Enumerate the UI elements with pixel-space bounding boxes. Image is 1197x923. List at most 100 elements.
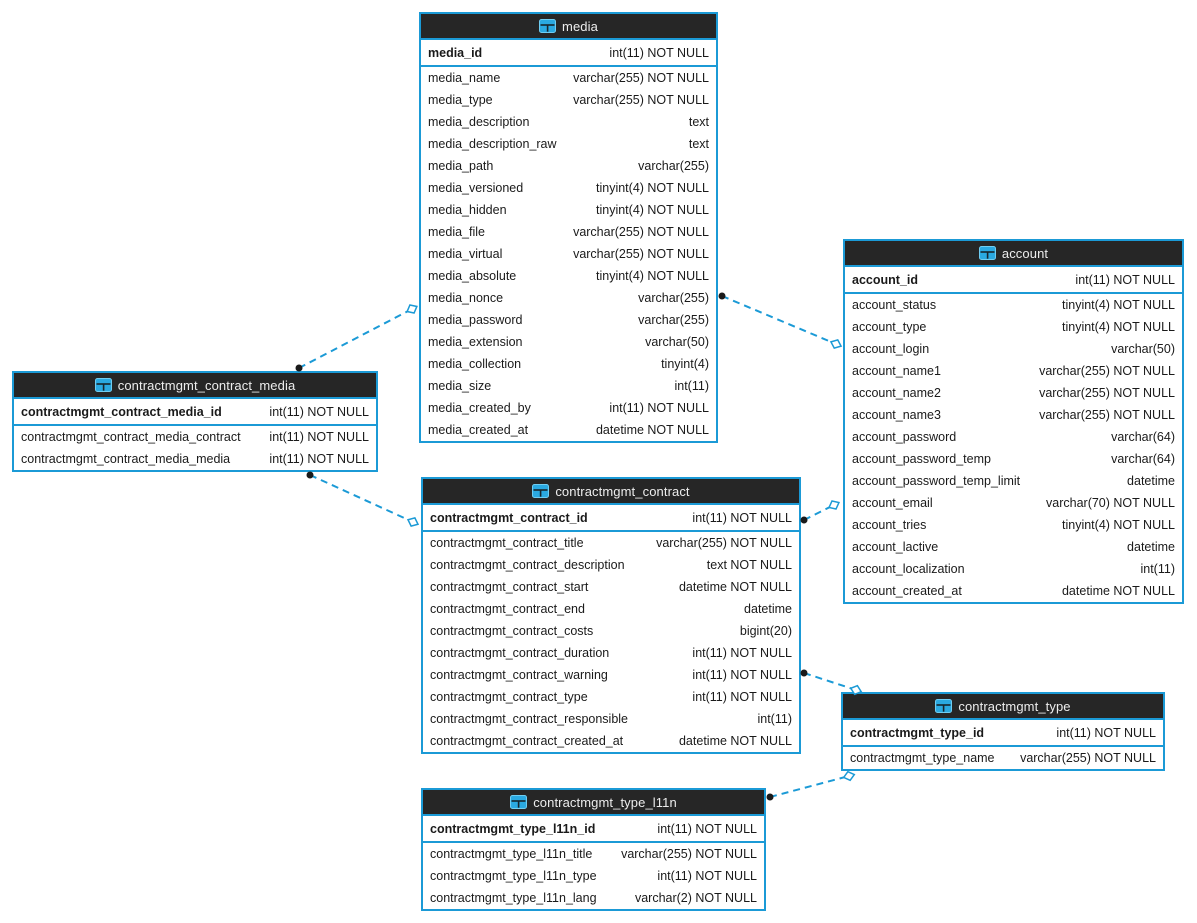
- entity-title: account: [1001, 245, 1049, 261]
- field-type: varchar(255) NOT NULL: [573, 247, 709, 261]
- field-name: media_created_at: [428, 423, 529, 437]
- field-name: contractmgmt_type_l11n_lang: [430, 891, 597, 905]
- table-icon: [935, 699, 953, 713]
- entity-contractmgmt_contract[interactable]: contractmgmt_contract contractmgmt_contra…: [421, 477, 801, 754]
- field-name: contractmgmt_contract_responsible: [430, 712, 629, 726]
- field-type: int(11) NOT NULL: [269, 404, 369, 419]
- field-name: account_login: [852, 342, 930, 356]
- entity-title: contractmgmt_contract: [555, 483, 690, 499]
- entity-contractmgmt_type_l11n[interactable]: contractmgmt_type_l11n contractmgmt_type_…: [421, 788, 766, 911]
- field-type: varchar(2) NOT NULL: [634, 891, 757, 905]
- field-type: tinyint(4): [661, 357, 709, 371]
- field-type: tinyint(4) NOT NULL: [1062, 518, 1175, 532]
- entity-header[interactable]: contractmgmt_type: [843, 694, 1163, 718]
- field-type: datetime NOT NULL: [1061, 584, 1175, 598]
- field-row: contractmgmt_contract_created_at datetime…: [423, 730, 799, 752]
- field-name: contractmgmt_type_id: [850, 725, 985, 740]
- table-icon: [532, 484, 550, 498]
- entity-header[interactable]: contractmgmt_contract_media: [14, 373, 376, 397]
- field-name: account_name3: [852, 408, 941, 422]
- entity-header[interactable]: media: [421, 14, 716, 38]
- field-type: datetime: [1127, 474, 1175, 488]
- field-type: varchar(255) NOT NULL: [621, 847, 757, 861]
- field-name: contractmgmt_contract_duration: [430, 646, 610, 660]
- field-name: contractmgmt_type_l11n_id: [430, 821, 596, 836]
- field-type: datetime NOT NULL: [678, 734, 792, 748]
- entity-title: media: [562, 18, 598, 34]
- field-type: varchar(70) NOT NULL: [1046, 496, 1175, 510]
- entity-header[interactable]: account: [845, 241, 1182, 265]
- table-icon: [510, 795, 528, 809]
- field-type: varchar(64): [1111, 452, 1175, 466]
- field-name: contractmgmt_contract_created_at: [430, 734, 624, 748]
- entity-title: contractmgmt_type_l11n: [533, 794, 677, 810]
- field-name: media_nonce: [428, 291, 504, 305]
- field-type: varchar(255) NOT NULL: [1020, 751, 1156, 765]
- field-name: media_password: [428, 313, 523, 327]
- field-type: varchar(255) NOT NULL: [573, 93, 709, 107]
- field-type: int(11) NOT NULL: [269, 452, 369, 466]
- field-name: media_virtual: [428, 247, 503, 261]
- field-row: media_password varchar(255): [421, 309, 716, 331]
- field-type: int(11) NOT NULL: [269, 430, 369, 444]
- field-name: media_description_raw: [428, 137, 557, 151]
- field-type: int(11) NOT NULL: [692, 510, 792, 525]
- field-name: contractmgmt_contract_media_media: [21, 452, 231, 466]
- table-icon: [94, 378, 112, 392]
- field-type: varchar(255) NOT NULL: [1039, 408, 1175, 422]
- field-type: int(11): [1140, 562, 1175, 576]
- entity-title: contractmgmt_contract_media: [117, 377, 296, 393]
- field-name: account_created_at: [852, 584, 962, 598]
- field-type: varchar(255) NOT NULL: [1039, 364, 1175, 378]
- field-row: account_name1 varchar(255) NOT NULL: [845, 360, 1182, 382]
- field-type: datetime NOT NULL: [678, 580, 792, 594]
- field-name: contractmgmt_type_name: [850, 751, 995, 765]
- field-name: account_email: [852, 496, 933, 510]
- field-type: int(11) NOT NULL: [609, 401, 709, 415]
- field-name: media_type: [428, 93, 493, 107]
- field-name: media_description: [428, 115, 530, 129]
- field-type: varchar(50): [645, 335, 709, 349]
- field-name: media_versioned: [428, 181, 524, 195]
- field-name: account_name1: [852, 364, 941, 378]
- entity-contractmgmt_contract_media[interactable]: contractmgmt_contract_media contractmgmt_…: [12, 371, 378, 472]
- field-row: account_email varchar(70) NOT NULL: [845, 492, 1182, 514]
- field-type: varchar(255): [638, 313, 709, 327]
- field-name: account_name2: [852, 386, 941, 400]
- field-type: bigint(20): [739, 624, 792, 638]
- field-name: account_localization: [852, 562, 965, 576]
- entity-header[interactable]: contractmgmt_type_l11n: [423, 790, 764, 814]
- field-row: media_virtual varchar(255) NOT NULL: [421, 243, 716, 265]
- field-name: account_password_temp_limit: [852, 474, 1021, 488]
- field-type: int(11) NOT NULL: [692, 690, 792, 704]
- field-name: media_path: [428, 159, 494, 173]
- field-row: account_name3 varchar(255) NOT NULL: [845, 404, 1182, 426]
- field-type: varchar(50): [1111, 342, 1175, 356]
- field-name: contractmgmt_contract_start: [430, 580, 589, 594]
- field-name: account_id: [852, 272, 918, 287]
- entity-header[interactable]: contractmgmt_contract: [423, 479, 799, 503]
- field-name: account_type: [852, 320, 927, 334]
